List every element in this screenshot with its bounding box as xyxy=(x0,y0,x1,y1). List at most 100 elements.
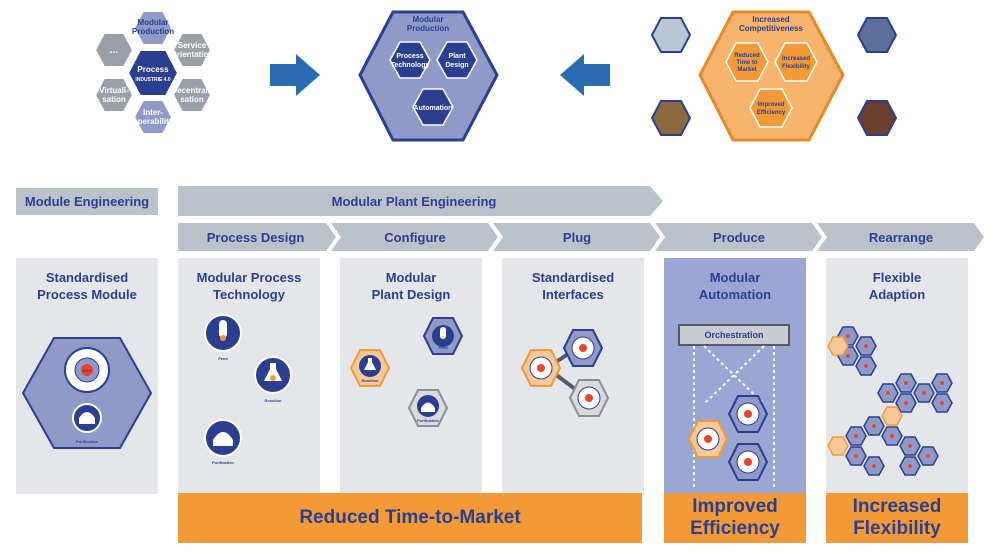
increased-line2: Flexibility xyxy=(853,518,941,539)
reaction-label-c2: Reaction xyxy=(362,378,379,383)
label-service: Service xyxy=(178,41,207,50)
column-title-line2: Plant Design xyxy=(371,287,451,302)
hex-virtualisation xyxy=(93,77,135,113)
chevron-configure xyxy=(331,223,498,251)
mid-technology: Technology xyxy=(391,62,430,69)
column-title-line1: Modular xyxy=(709,270,761,285)
feed-label-c2: Feed xyxy=(438,345,448,350)
increased-line1: Increased xyxy=(852,496,942,517)
right-flexibility: Flexibility xyxy=(782,64,810,70)
step-process-design: Process Design xyxy=(206,229,305,245)
hex-increased-flex xyxy=(774,42,818,82)
column-title-line1: Flexible xyxy=(872,270,922,285)
step-produce: Produce xyxy=(712,229,765,245)
mid-title-2: Production xyxy=(407,24,449,33)
modular-plant-engineering-arrow xyxy=(178,186,663,216)
column-standardised-process-module: Standardised Process Module MTP Purifica… xyxy=(16,258,158,494)
improved-line2: Efficiency xyxy=(690,518,780,539)
hex-process-technology xyxy=(389,41,431,79)
column-title-line2: Process Module xyxy=(37,287,137,302)
label-ellipsis: ... xyxy=(110,45,119,56)
hex-more xyxy=(93,32,135,68)
mtp-label: MTP xyxy=(83,368,92,373)
chevron-rearrange xyxy=(817,223,984,251)
column-standardised-interfaces: Standardised Interfaces xyxy=(502,258,644,494)
column-modular-process-technology: Modular Process Technology Feed Reaction… xyxy=(178,258,320,494)
photo-hex-industry xyxy=(856,100,898,136)
hex-automation xyxy=(412,88,454,126)
arrow-left-icon xyxy=(560,54,610,96)
reduced-time-to-market-bar: Reduced Time-to-Market xyxy=(178,493,642,543)
orchestration-box: Orchestration xyxy=(678,324,790,346)
right-timeto: Time to xyxy=(736,60,758,66)
step-plug: Plug xyxy=(562,229,592,245)
purification-label-c0: Purification xyxy=(76,439,99,444)
module-engineering-header: Module Engineering xyxy=(16,188,158,215)
column-title-line1: Modular xyxy=(385,270,437,285)
hex-improved-eff xyxy=(749,88,793,128)
column-title-line2: Interfaces xyxy=(542,287,604,302)
column-title-line1: Modular Process xyxy=(196,270,302,285)
hex-modular-production xyxy=(132,10,174,46)
mid-title-1: Modular xyxy=(412,15,443,24)
label-sation-2: sation xyxy=(102,95,126,104)
label-decentrali: Decentrali- xyxy=(171,86,213,95)
right-improved: Improved xyxy=(757,102,784,108)
step-configure: Configure xyxy=(384,229,446,245)
chevron-plug xyxy=(493,223,660,251)
increased-competitiveness-hex: Increased Competitiveness Reduced Time t… xyxy=(650,10,898,142)
flexible-adaption-diagram xyxy=(827,326,953,476)
top-overview: Modular Production Service Orientation D… xyxy=(93,10,898,142)
hex-reduced-ttm xyxy=(725,42,769,82)
hex-decentralisation xyxy=(171,77,213,113)
label-modular: Modular xyxy=(137,18,168,27)
modular-plant-engineering-label: Modular Plant Engineering xyxy=(331,193,497,209)
column-title-line1: Standardised xyxy=(45,270,129,285)
increased-flexibility-bar: Increased Flexibility xyxy=(826,493,968,543)
purification-label-c2: Purification xyxy=(417,418,440,423)
right-efficiency: Efficiency xyxy=(757,110,786,116)
column-title-line2: Adaption xyxy=(868,287,926,302)
label-production: Production xyxy=(132,27,174,36)
step-rearrange: Rearrange xyxy=(868,229,934,245)
arrow-right-icon xyxy=(270,54,320,96)
right-reduced: Reduced xyxy=(734,53,760,59)
right-market: Market xyxy=(737,67,756,73)
plant-design-icons: Feed Reaction Purification xyxy=(349,317,464,427)
column-modular-automation: Modular Automation Orchestration xyxy=(664,258,806,494)
chevron-process-design xyxy=(178,223,336,251)
automation-diagram xyxy=(687,345,775,489)
photo-hex-plant xyxy=(856,17,898,53)
label-process: Process xyxy=(137,65,169,74)
right-title-1: Increased xyxy=(752,15,789,24)
improved-efficiency-bar: Improved Efficiency xyxy=(664,493,806,543)
column-title-line1: Standardised xyxy=(531,270,615,285)
column-flexible-adaption: Flexible Adaption xyxy=(826,258,968,494)
label-sation: sation xyxy=(180,95,204,104)
reaction-label: Reaction xyxy=(265,398,282,403)
step-chevrons xyxy=(178,223,984,251)
modular-production-hex: Modular Production Process Technology Pl… xyxy=(358,10,499,142)
hex-service-orientation xyxy=(171,32,213,68)
column-title-line2: Automation xyxy=(698,287,772,302)
label-industrie: INDUSTRIE 4.0 xyxy=(135,77,171,83)
label-operability: operability xyxy=(133,117,174,126)
mid-process: Process xyxy=(396,53,423,60)
label-inter: Inter- xyxy=(143,108,163,117)
process-module-hex-icon: MTP Purification xyxy=(21,337,153,449)
photo-hex-landscape xyxy=(650,100,692,136)
photo-hex-lab xyxy=(650,17,692,53)
column-modular-plant-design: Modular Plant Design Feed Reaction Purif… xyxy=(340,258,482,494)
industrie-cluster: Modular Production Service Orientation D… xyxy=(93,10,213,135)
column-title-line2: Technology xyxy=(213,287,285,302)
interfaces-diagram xyxy=(520,329,610,417)
label-virtuali: Virtuali- xyxy=(99,86,129,95)
right-increased: Increased xyxy=(782,56,810,62)
chevron-produce xyxy=(655,223,822,251)
right-title-2: Competitiveness xyxy=(739,24,804,33)
process-technology-icons: Feed Reaction Purification xyxy=(204,314,292,465)
hex-plant-design xyxy=(436,41,478,79)
hex-interoperability xyxy=(132,99,174,135)
mid-plant: Plant xyxy=(448,53,466,60)
purification-label: Purification xyxy=(212,460,235,465)
